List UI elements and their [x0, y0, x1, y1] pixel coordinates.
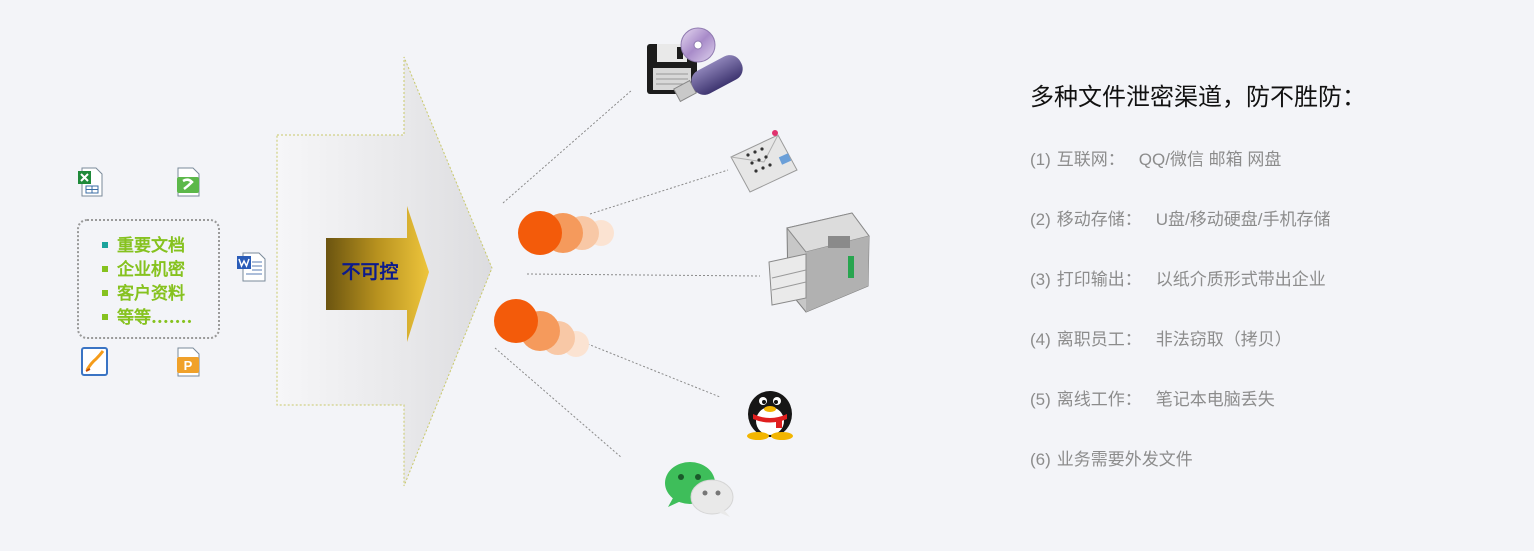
channel-category: 离职员工： — [1056, 330, 1142, 349]
printer-icon — [768, 212, 870, 313]
floppy-disc-usb-icon — [647, 27, 743, 103]
channel-detail: 非法窃取（拷贝） — [1155, 330, 1292, 349]
channel-detail: 以纸介质形式带出企业 — [1155, 270, 1326, 289]
channel-category: 离线工作： — [1056, 390, 1142, 409]
list-item-text: 等等....... — [117, 308, 193, 328]
list-item-text: 企业机密 — [117, 260, 185, 280]
channel-detail: QQ/微信 邮箱 网盘 — [1138, 150, 1282, 169]
channel-detail: U盘/移动硬盘/手机存储 — [1155, 210, 1331, 229]
wechat-icon — [665, 462, 734, 517]
control-arrow — [326, 206, 429, 342]
channel-number: (1) — [1030, 150, 1051, 169]
list-item: 企业机密 — [102, 258, 192, 282]
channel-number: (5) — [1030, 390, 1051, 409]
channel-number: (2) — [1030, 210, 1051, 229]
pen-document-icon — [81, 347, 108, 376]
text-document-icon — [177, 167, 200, 197]
bullet-icon — [102, 241, 108, 248]
panel-title: 多种文件泄密渠道，防不胜防： — [1030, 84, 1366, 111]
channel-category: 移动存储： — [1056, 210, 1142, 229]
list-item-text: 客户资料 — [117, 284, 185, 304]
email-icon — [730, 130, 798, 193]
channel-number: (4) — [1030, 330, 1051, 349]
channel-number: (6) — [1030, 450, 1051, 469]
channel-item: (1) 互联网： QQ/微信 邮箱 网盘 — [1030, 145, 1281, 170]
svg-text:P: P — [184, 358, 193, 373]
uncontrollable-label: 不可控 — [341, 261, 399, 283]
channel-item: (3) 打印输出： 以纸介质形式带出企业 — [1030, 265, 1326, 290]
orange-emitter-bottom — [494, 299, 589, 357]
list-item: 重要文档 — [102, 234, 192, 258]
excel-icon — [78, 167, 103, 197]
list-item-text: 重要文档 — [117, 236, 185, 256]
channel-item: (4) 离职员工： 非法窃取（拷贝） — [1030, 325, 1292, 350]
channel-category: 业务需要外发文件 — [1056, 450, 1193, 469]
important-docs-box — [77, 219, 220, 339]
important-docs-list: 重要文档 企业机密 客户资料 等等....... — [102, 234, 192, 330]
word-icon — [237, 252, 266, 282]
list-item: 客户资料 — [102, 282, 192, 306]
channel-category: 打印输出： — [1056, 270, 1142, 289]
bullet-icon — [102, 289, 108, 296]
channel-detail: 笔记本电脑丢失 — [1155, 390, 1275, 409]
list-item: 等等....... — [102, 306, 192, 330]
channel-item: (2) 移动存储： U盘/移动硬盘/手机存储 — [1030, 205, 1331, 230]
channel-category: 互联网： — [1056, 150, 1125, 169]
bullet-icon — [102, 313, 108, 320]
orange-emitter-top — [518, 211, 614, 255]
powerpoint-icon: P — [177, 347, 200, 377]
channel-item: (6) 业务需要外发文件 — [1030, 445, 1207, 470]
bullet-icon — [102, 265, 108, 272]
channel-item: (5) 离线工作： 笔记本电脑丢失 — [1030, 385, 1275, 410]
channel-number: (3) — [1030, 270, 1051, 289]
connector-lines — [494, 89, 761, 459]
qq-penguin-icon — [747, 391, 793, 440]
